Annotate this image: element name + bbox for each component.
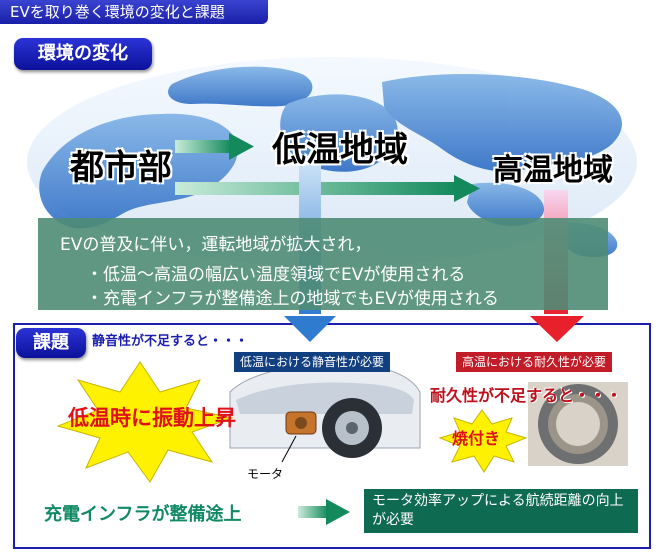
durability-caption: 耐久性が不足すると・・・: [430, 386, 623, 405]
hot-arrowhead: [530, 316, 584, 342]
expansion-bullet: ・低温～高温の幅広い温度領域でEVが使用される: [86, 265, 466, 285]
noise-caption: 静音性が不足すると・・・: [92, 334, 249, 349]
issues-label: 課題: [16, 328, 86, 358]
page-title: EVを取り巻く環境の変化と課題: [0, 0, 268, 24]
expansion-text: EVの普及に伴い，運転地域が拡大され，: [60, 235, 372, 255]
car-motor-illustration: [229, 363, 421, 463]
seizure-burst: [438, 409, 528, 473]
expansion-bullet: ・充電インフラが整備途上の地域でもEVが使用される: [86, 289, 499, 309]
motor-label: モータ: [247, 467, 284, 481]
arrow-infra-to-result: [298, 499, 350, 525]
cold-arrowhead: [284, 316, 336, 342]
region-hot: 高温地域: [493, 153, 613, 188]
result-box: モータ効率アップによる航続距離の向上が必要: [364, 489, 638, 533]
region-cold: 低温地域: [272, 130, 408, 170]
infra-text: 充電インフラが整備途上: [44, 504, 242, 525]
arrow-urban-to-cold: [175, 133, 254, 160]
environment-change-label: 環境の変化: [14, 38, 152, 70]
vibration-burst-text: 低温時に振動上昇: [68, 406, 236, 430]
seizure-burst-text: 焼付き: [452, 429, 501, 448]
expansion-band: EVの普及に伴い，運転地域が拡大され， ・低温～高温の幅広い温度領域でEVが使用…: [38, 218, 608, 310]
bearing-illustration: [528, 382, 628, 466]
vibration-burst: [56, 361, 234, 483]
region-urban: 都市部: [70, 148, 172, 188]
hot-requirement-tag: 高温における耐久性が必要: [456, 352, 613, 372]
cold-requirement-tag: 低温における静音性が必要: [234, 352, 391, 372]
